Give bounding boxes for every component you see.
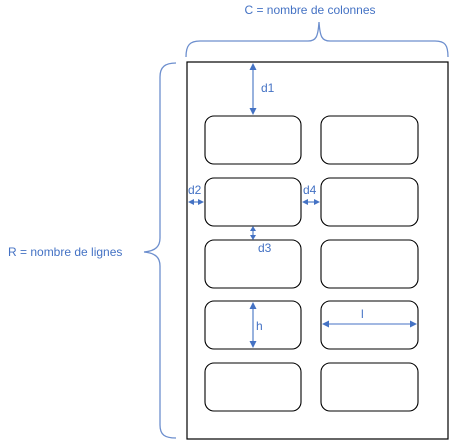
d4-dimension: d4	[302, 183, 320, 205]
h-label: h	[256, 319, 263, 333]
d3-dimension: d3	[250, 226, 272, 255]
label-card	[204, 115, 302, 165]
label-card	[204, 239, 302, 289]
l-dimension: l	[322, 307, 417, 328]
label-card	[320, 300, 419, 350]
l-label: l	[361, 307, 364, 321]
d2-label: d2	[188, 183, 202, 197]
columns-label: C = nombre de colonnes	[244, 3, 375, 17]
d1-label: d1	[261, 81, 275, 95]
label-card	[320, 177, 419, 227]
label-card	[204, 177, 302, 227]
columns-brace	[185, 21, 449, 58]
label-grid	[204, 115, 419, 412]
label-card	[320, 239, 419, 289]
rows-brace	[143, 62, 177, 439]
label-card	[204, 362, 302, 412]
d4-label: d4	[303, 183, 317, 197]
d2-dimension: d2	[188, 183, 204, 205]
label-card	[320, 362, 419, 412]
h-dimension: h	[249, 302, 263, 348]
d3-label: d3	[258, 241, 272, 255]
label-card	[320, 115, 419, 165]
rows-label: R = nombre de lignes	[8, 245, 122, 259]
d1-dimension: d1	[249, 63, 275, 115]
